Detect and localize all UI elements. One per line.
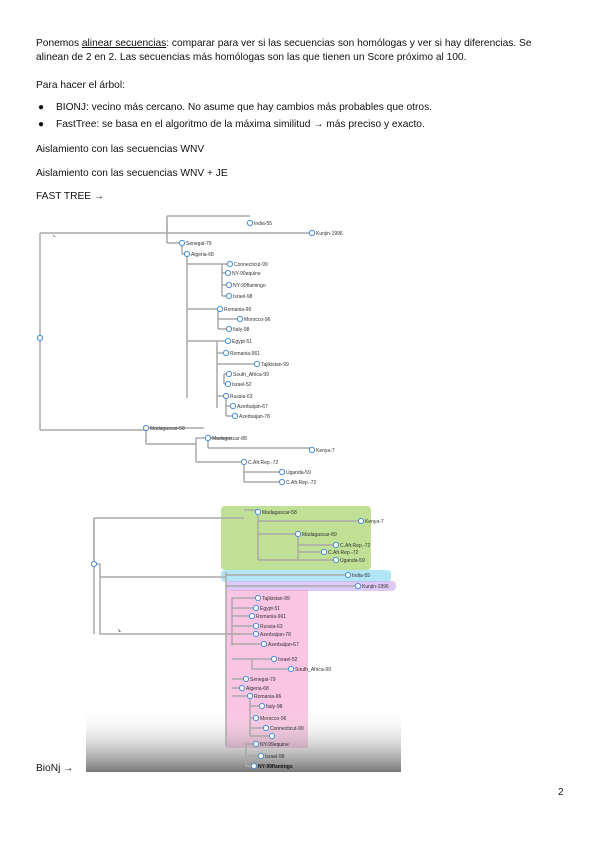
nj-label-uganda: Uganda-59 [340,558,365,564]
ft-label-nyequine: NY-99equine [232,271,261,277]
ft-label-southafrica: South_Africa-99 [233,372,269,378]
ft-label-romania96: Romania-96 [224,307,251,313]
ft-label-azer67: Azerbaijan-67 [237,404,268,410]
ft-label-algeria: Algeria-68 [191,252,214,258]
ft-label-russia: Russia-63 [230,394,253,400]
nj-label-tajikistan: Tajikistan-99 [262,596,290,602]
ft-label-azer78: Azerbaijan-78 [239,414,270,420]
nj-label-israel52: Israel-52 [278,657,298,663]
ft-label-romania961: Romania-961 [230,351,260,357]
ft-label-senegal: Senegal-79 [186,241,212,247]
nj-label-senegal: Senegal-79 [250,677,276,683]
nj-label-kunjin: Kunjin-1996 [362,584,389,590]
alinear-secuencias-link: alinear secuencias [81,38,167,49]
nj-label-nyequine: NY-99equine [260,742,289,748]
intro-paragraph: Ponemos alinear secuencias: comparar par… [36,37,532,65]
intro-line2: alinean de 2 en 2. Las secuencias más ho… [36,52,467,63]
nj-label-southafrica: South_Africa-99 [295,667,331,673]
bullet-fasttree-text: FastTree: se basa en el algoritmo de la … [56,119,425,130]
nj-label-romania96: Romania-96 [254,694,281,700]
wnv-line: Aislamiento con las secuencias WNV [36,144,205,155]
bullet-dot: ● [38,119,45,130]
ft-label-car72a: C.Afr.Rep.-72 [248,460,279,466]
nj-label-connecticut: Connecticut-99 [270,726,304,732]
nj-label-kenya: Kenya-7 [365,519,384,525]
nj-label-india: India-55 [352,573,370,579]
bionj-label: BioNj → [36,763,74,774]
fasttree-image: India-55 Kunjin-1996 Senegal-79 Algeria-… [36,215,343,486]
ft-label-car72b: C.Afr.Rep.-72 [286,480,317,486]
nj-label-romania961: Romania-961 [256,614,286,620]
ft-label-kunjin: Kunjin-1996 [316,231,343,237]
nj-label-italy: Italy-98 [266,704,283,710]
nj-label-madag58: Madagascar-58 [262,510,297,516]
intro-post: : comparar para ver si las secuencias so… [166,38,532,49]
ft-label-uganda: Uganda-59 [286,470,311,476]
intro-pre: Ponemos [36,38,82,49]
ft-label-india: India-55 [254,221,272,227]
nj-label-car72a: C.Afr.Rep.-72 [340,543,371,549]
bullet-dot: ● [38,102,45,113]
bullet-fasttree: ● FastTree: se basa en el algoritmo de l… [38,118,425,132]
nj-label-azer78: Azerbaijan-78 [260,632,291,638]
wnv-je-line: Aislamiento con las secuencias WNV + JE [36,168,228,179]
ft-label-madag88: Madagascar-88 [212,436,247,442]
ft-label-tajikistan: Tajikistan-99 [261,362,289,368]
nj-label-morocco: Morocco-96 [260,716,287,722]
ft-label-egypt: Egypt-51 [232,339,252,345]
nj-label-israel98: Israel-98 [265,754,285,760]
ft-label-nyflamingo: NY-99flamingo [233,283,266,289]
bullet-bionj: ● BIONJ: vecino más cercano. No asume qu… [38,101,432,115]
tree-heading: Para hacer el árbol: [36,80,125,91]
nj-label-algeria: Algeria-68 [246,686,269,692]
bullet-bionj-text: BIONJ: vecino más cercano. No asume que … [56,102,432,113]
nj-label-egypt: Egypt-51 [260,606,280,612]
nj-label-car72b: C.Afr.Rep.-72 [328,550,359,556]
ft-label-connecticut: Connecticut-99 [234,262,268,268]
nj-label-russia: Russia-63 [260,624,283,630]
ft-label-israel52: Israel-52 [232,382,252,388]
fasttree-label: FAST TREE → [36,191,105,202]
ft-label-italy: Italy-98 [233,327,250,333]
nj-label-azer67: Azerbaijan-67 [268,642,299,648]
nj-label-madag88: Madagascar-89 [302,532,337,538]
ft-label-kenya: Kenya-7 [316,448,335,454]
page-number: 2 [558,787,564,798]
ft-label-israel98: Israel-98 [233,294,253,300]
bionj-image: Madagascar-58 Kenya-7 Madagascar-89 C.Af… [86,506,401,772]
nj-label-nyflamingo: NY-99flamingo [258,764,293,770]
ft-label-madag58: Madagascar-58 [150,426,185,432]
ft-label-morocco: Morocco-96 [244,317,271,323]
